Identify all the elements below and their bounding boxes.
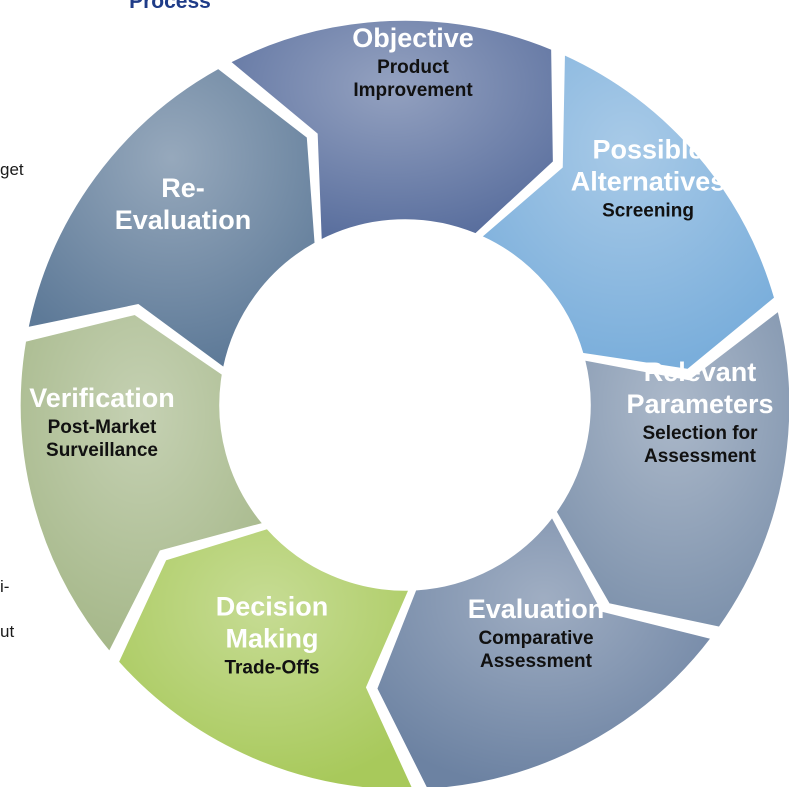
segment-subtitle-objective: Improvement bbox=[353, 80, 473, 101]
segment-title-re-evaluation: Re- bbox=[161, 173, 205, 203]
segment-subtitle-relevant-parameters: Assessment bbox=[644, 446, 757, 467]
segment-gloss-decision-making bbox=[118, 528, 413, 787]
segment-gloss-verification bbox=[19, 314, 263, 652]
segment-gloss-evaluation bbox=[376, 517, 712, 787]
segment-title-possible-alternatives: Possible bbox=[592, 135, 703, 165]
segment-title-relevant-parameters: Parameters bbox=[626, 389, 773, 419]
segment-title-evaluation: Evaluation bbox=[468, 594, 605, 624]
segment-re-evaluation bbox=[26, 67, 317, 370]
segment-title-verification: Verification bbox=[29, 383, 175, 413]
segment-title-possible-alternatives: Alternatives bbox=[571, 167, 726, 197]
side-text-fragment-bottom-1: i- bbox=[0, 577, 10, 596]
segment-gloss-objective bbox=[230, 20, 554, 241]
segment-evaluation bbox=[375, 515, 713, 787]
segment-relevant-parameters bbox=[555, 309, 789, 629]
segment-subtitle-relevant-parameters: Selection for bbox=[642, 423, 758, 444]
cycle-ring bbox=[19, 19, 789, 787]
segment-subtitle-possible-alternatives: Screening bbox=[602, 201, 694, 222]
segment-subtitle-verification: Surveillance bbox=[46, 440, 158, 461]
segment-subtitle-evaluation: Comparative bbox=[478, 628, 593, 649]
segment-gloss-re-evaluation bbox=[27, 68, 316, 368]
side-text-fragment-bottom-2: ut bbox=[0, 622, 15, 641]
segment-decision-making bbox=[117, 527, 414, 787]
segment-possible-alternatives bbox=[480, 53, 776, 371]
segment-gloss-possible-alternatives bbox=[481, 54, 775, 370]
segment-gloss-relevant-parameters bbox=[556, 310, 789, 628]
segment-labels: ObjectiveProductImprovementPossibleAlter… bbox=[29, 23, 773, 679]
segment-title-decision-making: Decision bbox=[216, 592, 329, 622]
segment-title-decision-making: Making bbox=[225, 624, 318, 654]
segment-subtitle-objective: Product bbox=[377, 57, 449, 78]
segment-title-re-evaluation: Evaluation bbox=[115, 205, 252, 235]
page-title-fragment: Process bbox=[129, 0, 211, 13]
segment-title-relevant-parameters: Relevant bbox=[644, 357, 757, 387]
segment-objective bbox=[228, 19, 555, 242]
segment-title-objective: Objective bbox=[352, 23, 474, 53]
segment-subtitle-verification: Post-Market bbox=[48, 417, 157, 438]
cycle-center bbox=[222, 222, 588, 588]
segment-subtitle-decision-making: Trade-Offs bbox=[224, 658, 319, 679]
segment-subtitle-evaluation: Assessment bbox=[480, 651, 593, 672]
side-text-fragment-top: get bbox=[0, 160, 24, 179]
segment-verification bbox=[19, 313, 265, 654]
